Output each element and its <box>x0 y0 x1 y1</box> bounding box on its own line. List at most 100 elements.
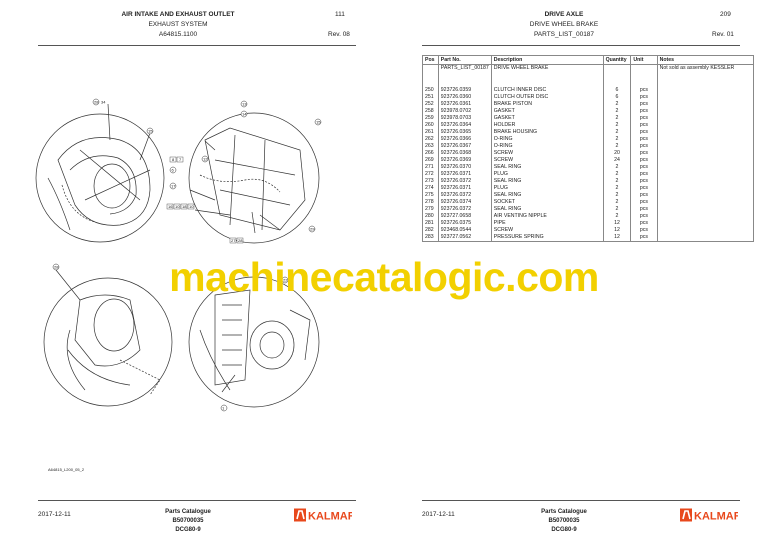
page-number: 111 <box>335 11 345 18</box>
cell-part-no: 923726.0372 <box>437 192 492 199</box>
cell-part-no: 923726.0371 <box>437 171 492 178</box>
callout-label: 10 <box>189 204 194 209</box>
parts-table: Pos Part No. Description Quantity Unit N… <box>422 55 755 242</box>
cell-description: SOCKET <box>490 199 604 206</box>
right-page: DRIVE AXLE DRIVE WHEEL BRAKE PARTS_LIST_… <box>384 0 768 543</box>
cell-pos: 258 <box>422 108 439 115</box>
cell-part-no: 923726.0372 <box>437 206 492 213</box>
page-subtitle: EXHAUST SYSTEM <box>148 21 208 28</box>
cell-pos: 259 <box>422 115 439 122</box>
callout-label: 29 <box>310 227 315 232</box>
header-description: Description <box>490 55 604 65</box>
brand-name: KALMAR <box>694 511 738 523</box>
callout-label: 8 <box>172 157 175 162</box>
cell-unit: pcs <box>630 150 658 157</box>
cell-unit: pcs <box>630 206 658 213</box>
callout-label: 22 <box>283 278 288 283</box>
cell-unit: pcs <box>630 171 658 178</box>
cell-quantity: 2 <box>602 108 632 115</box>
cell-notes <box>656 171 755 178</box>
cell-description: CLUTCH OUTER DISC <box>490 94 604 101</box>
cell-unit: pcs <box>630 227 658 234</box>
cell-notes <box>656 129 755 136</box>
cell-notes <box>656 136 755 143</box>
cell-pos: 266 <box>422 150 439 157</box>
cell-description: AIR VENTING NIPPLE <box>490 213 604 220</box>
cell-pos: 282 <box>422 227 439 234</box>
cell-quantity: 20 <box>602 150 632 157</box>
cell-notes <box>656 115 755 122</box>
cell-unit: pcs <box>630 94 658 101</box>
footer-code: B50700035 <box>548 518 580 524</box>
cell-unit: pcs <box>630 185 658 192</box>
cell-pos: 281 <box>422 220 439 227</box>
cell-quantity: 2 <box>602 185 632 192</box>
cell-description: GASKET <box>490 108 604 115</box>
cell-quantity: 2 <box>602 206 632 213</box>
header-quantity: Quantity <box>602 55 632 65</box>
cell-quantity: 2 <box>602 101 632 108</box>
cell-part-no: 923726.0366 <box>437 136 492 143</box>
cell-pos: 260 <box>422 122 439 129</box>
cell-quantity: 2 <box>602 129 632 136</box>
header-unit: Unit <box>630 55 658 65</box>
cell-unit: pcs <box>630 234 658 242</box>
cell-quantity: 2 <box>602 199 632 206</box>
cell-unit: pcs <box>630 213 658 220</box>
exhaust-system-illustration: 28 34 15 8 7 6 17 16 10 18 10 13 14 15 1… <box>35 98 322 412</box>
cell-unit: pcs <box>630 157 658 164</box>
footer-date: 2017-12-11 <box>422 511 455 518</box>
cell-unit: pcs <box>630 164 658 171</box>
header-rule <box>422 45 740 46</box>
cell-notes <box>656 108 755 115</box>
footer-model: DCG80-9 <box>551 527 577 533</box>
cell-part-no: 923978.0703 <box>437 115 492 122</box>
cell-unit: pcs <box>630 122 658 129</box>
cell-part-no: 923727.0658 <box>437 213 492 220</box>
cell-quantity: 6 <box>602 94 632 101</box>
cell-quantity: 6 <box>602 87 632 94</box>
cell-notes <box>656 101 755 108</box>
cell-unit: pcs <box>630 115 658 122</box>
cell-description: PRESSURE SPRING <box>490 234 604 242</box>
cell-description: SCREW <box>490 227 604 234</box>
footer-model: DCG80-9 <box>175 527 201 533</box>
cell-description: PLUG <box>490 171 604 178</box>
cell-part-no: 923726.0372 <box>437 178 492 185</box>
cell-description: O-RING <box>490 143 604 150</box>
cell-description: CLUTCH INNER DISC <box>490 87 604 94</box>
cell-part-no: 923726.0365 <box>437 129 492 136</box>
footer-catalogue: Parts Catalogue <box>165 509 211 515</box>
cell-pos <box>422 64 439 87</box>
cell-pos: 269 <box>422 157 439 164</box>
cell-notes: Not sold as assembly KESSLER <box>656 64 755 87</box>
document-number: PARTS_LIST_00187 <box>533 31 595 38</box>
kalmar-logo: KALMAR <box>294 508 352 522</box>
cell-quantity <box>602 64 632 87</box>
cell-quantity: 2 <box>602 213 632 220</box>
callout-label: 17 <box>171 184 176 189</box>
cell-quantity: 24 <box>602 157 632 164</box>
cell-pos: 275 <box>422 192 439 199</box>
cell-unit: pcs <box>630 143 658 150</box>
brand-name: KALMAR <box>308 511 352 523</box>
cell-unit: pcs <box>630 199 658 206</box>
cell-pos: 250 <box>422 87 439 94</box>
cell-pos: 251 <box>422 94 439 101</box>
cell-pos: 274 <box>422 185 439 192</box>
cell-pos: 279 <box>422 206 439 213</box>
cell-unit: pcs <box>630 220 658 227</box>
cell-notes <box>656 178 755 185</box>
callout-label: 14 <box>242 112 247 117</box>
cell-description: O-RING <box>490 136 604 143</box>
callout-label: 16 <box>168 204 173 209</box>
